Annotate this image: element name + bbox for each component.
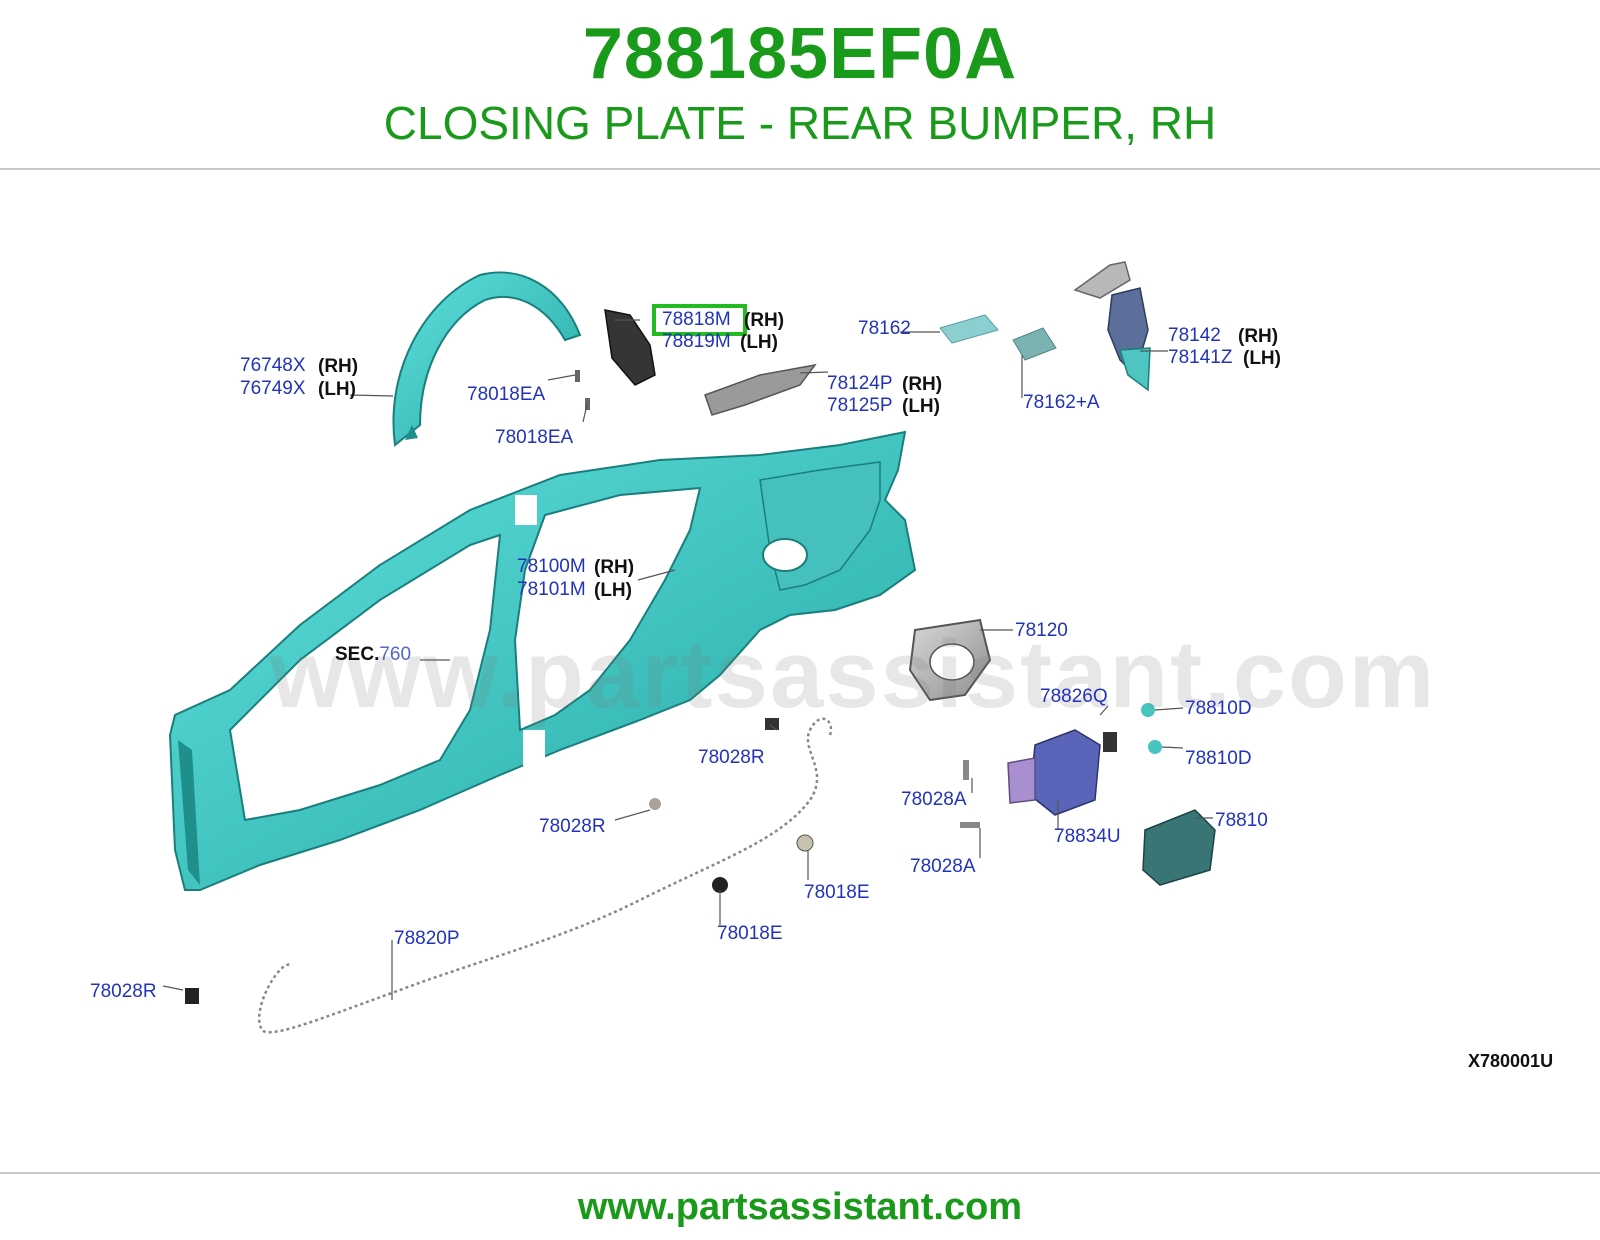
callout-78028R[interactable]: 78028R xyxy=(90,981,157,1002)
fuel-door-part[interactable] xyxy=(1142,809,1216,886)
side-rh-label: (RH) xyxy=(594,557,635,578)
callout-78100M[interactable]: 78100M xyxy=(517,556,586,577)
callout-78142[interactable]: 78142 xyxy=(1168,325,1221,346)
callout-78101M[interactable]: 78101M xyxy=(517,579,586,600)
section-prefix: SEC. xyxy=(335,644,380,665)
closing-plate-part[interactable] xyxy=(604,309,656,386)
side-lh-label: (LH) xyxy=(1243,348,1281,369)
callout-78818M[interactable]: 78818M xyxy=(662,309,731,330)
bumper-d-1[interactable] xyxy=(1141,703,1155,717)
screw-78028A-1[interactable] xyxy=(963,760,969,780)
callout-78820P[interactable]: 78820P xyxy=(394,928,460,949)
callout-78826Q[interactable]: 78826Q xyxy=(1040,686,1108,707)
highlighted-part-box xyxy=(652,304,747,336)
parts-diagram: www.partsassistant.com 76748X (RH) 76749… xyxy=(0,170,1600,1170)
callout-78834U[interactable]: 78834U xyxy=(1054,826,1121,847)
sheet-code: X780001U xyxy=(1468,1051,1554,1071)
callout-78120[interactable]: 78120 xyxy=(1015,620,1068,641)
pad-a-part[interactable] xyxy=(1012,327,1057,361)
part-number: 788185EF0A xyxy=(582,14,1018,94)
footer-divider xyxy=(0,1172,1600,1174)
side-rh-label: (RH) xyxy=(1238,326,1279,347)
actuator-part[interactable] xyxy=(1103,732,1117,752)
fuel-door-assembly[interactable] xyxy=(1007,729,1101,816)
section-number: 760 xyxy=(379,644,412,665)
pad-part[interactable] xyxy=(939,314,999,344)
callout-78028R[interactable]: 78028R xyxy=(698,747,765,768)
callout-78819M[interactable]: 78819M xyxy=(662,331,731,352)
callout-78028A[interactable]: 78028A xyxy=(910,856,976,877)
trim-strip-part[interactable] xyxy=(704,363,817,416)
screw-78018EA-1[interactable] xyxy=(575,370,580,382)
callout-78810D[interactable]: 78810D xyxy=(1185,698,1252,719)
grommet-78018E-1[interactable] xyxy=(796,834,814,852)
side-rh-label: (RH) xyxy=(902,374,943,395)
header-divider xyxy=(0,168,1600,170)
callout-76748X[interactable]: 76748X xyxy=(240,355,306,376)
callout-78124P[interactable]: 78124P xyxy=(827,373,893,394)
part-title: CLOSING PLATE - REAR BUMPER, RH xyxy=(383,97,1217,149)
diagram-artwork xyxy=(162,261,1216,1034)
side-lh-label: (LH) xyxy=(594,580,632,601)
callout-78162[interactable]: 78162 xyxy=(858,318,911,339)
callout-78141Z[interactable]: 78141Z xyxy=(1168,347,1233,368)
release-cable[interactable] xyxy=(258,717,833,1034)
callout-78028R[interactable]: 78028R xyxy=(539,816,606,837)
side-rh-label: (RH) xyxy=(744,310,785,331)
screw-78018EA-2[interactable] xyxy=(585,398,590,410)
footer-url[interactable]: www.partsassistant.com xyxy=(577,1186,1023,1228)
callout-76749X[interactable]: 76749X xyxy=(240,378,306,399)
grommet-78018E-2[interactable] xyxy=(712,877,728,893)
page-header: 788185EF0A CLOSING PLATE - REAR BUMPER, … xyxy=(0,0,1600,170)
callout-78810[interactable]: 78810 xyxy=(1215,810,1268,831)
bumper-d-2[interactable] xyxy=(1148,740,1162,754)
section-reference[interactable]: SEC.760 xyxy=(335,644,411,666)
side-lh-label: (LH) xyxy=(318,379,356,400)
callout-78018EA[interactable]: 78018EA xyxy=(495,427,574,448)
callout-78162-A[interactable]: 78162+A xyxy=(1023,392,1100,413)
watermark: www.partsassistant.com xyxy=(270,621,1437,728)
clip-78028R-3[interactable] xyxy=(185,988,199,1004)
screw-78028A-2[interactable] xyxy=(960,822,980,828)
callout-78018E[interactable]: 78018E xyxy=(717,923,783,944)
side-lh-label: (LH) xyxy=(740,332,778,353)
bracket-part[interactable] xyxy=(1073,261,1151,392)
callout-78810D[interactable]: 78810D xyxy=(1185,748,1252,769)
callout-78018EA[interactable]: 78018EA xyxy=(467,384,546,405)
clip-78028R-1[interactable] xyxy=(765,718,779,730)
leader-lines xyxy=(162,319,1213,1000)
side-rh-label: (RH) xyxy=(318,356,359,377)
callout-78125P[interactable]: 78125P xyxy=(827,395,893,416)
callout-78018E[interactable]: 78018E xyxy=(804,882,870,903)
side-body-panel[interactable] xyxy=(168,430,917,891)
wheel-house-liner[interactable] xyxy=(392,271,582,447)
callout-78028A[interactable]: 78028A xyxy=(901,789,967,810)
side-lh-label: (LH) xyxy=(902,396,940,417)
clip-78028R-2[interactable] xyxy=(649,798,661,810)
